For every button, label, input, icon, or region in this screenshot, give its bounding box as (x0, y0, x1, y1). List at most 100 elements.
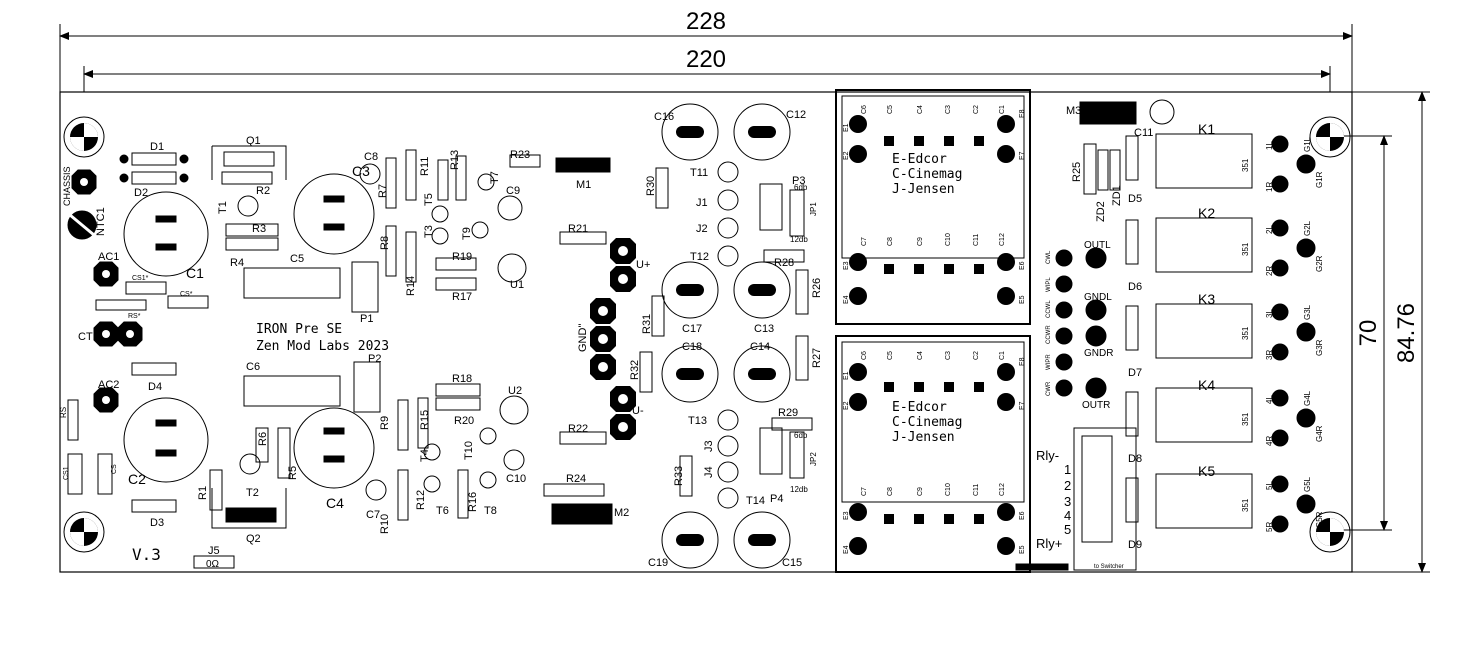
svg-text:R28: R28 (774, 257, 794, 269)
relay-3-label: 3 (1064, 494, 1071, 509)
svg-text:E5: E5 (1019, 295, 1026, 304)
board-outline (59, 91, 1353, 573)
svg-text:R14: R14 (405, 276, 417, 296)
svg-text:E2: E2 (843, 401, 850, 410)
svg-text:5R: 5R (1265, 522, 1274, 532)
svg-text:D6: D6 (1128, 281, 1142, 293)
svg-text:E1: E1 (843, 123, 850, 132)
right-section-labels: M3 C11 R25 ZD2 ZD1 D5 K1 D6 K2 D7 K3 D8 … (1066, 105, 1215, 551)
svg-text:E2: E2 (843, 151, 850, 160)
svg-text:C5: C5 (887, 105, 894, 114)
svg-text:J1: J1 (696, 197, 708, 209)
svg-text:C3: C3 (945, 105, 952, 114)
dim-inner-height: 70 (1355, 320, 1382, 347)
svg-text:E7: E7 (1019, 401, 1026, 410)
svg-text:C10: C10 (506, 473, 526, 485)
middle-section-labels: C16 C12 T11 J1 J2 T12 P3 R30 R21 R28 C17… (566, 109, 823, 569)
jp1-name-label: JP1 (809, 202, 818, 216)
svg-text:C3: C3 (352, 163, 370, 179)
board-subtitle: Zen Mod Labs 2023 (256, 339, 389, 354)
svg-text:D4: D4 (148, 381, 162, 393)
svg-text:C4: C4 (917, 351, 924, 360)
relay-minus-label: Rly- (1036, 448, 1059, 463)
svg-text:G1L: G1L (1303, 136, 1312, 152)
svg-text:R30: R30 (645, 176, 657, 196)
svg-text:C8: C8 (887, 237, 894, 246)
svg-text:G4L: G4L (1303, 390, 1312, 406)
svg-text:Q1: Q1 (246, 135, 261, 147)
svg-text:R20: R20 (454, 415, 474, 427)
legend-jensen: J-Jensen (892, 182, 955, 197)
pad-label-cwl: CWL (1046, 250, 1052, 264)
legend-jensen-2: J-Jensen (892, 430, 955, 445)
svg-text:T8: T8 (484, 505, 497, 517)
power-pads (590, 238, 636, 440)
svg-text:351: 351 (1241, 326, 1250, 340)
svg-text:K2: K2 (1198, 205, 1215, 221)
svg-text:G5R: G5R (1315, 511, 1324, 528)
svg-text:3R: 3R (1265, 350, 1274, 360)
jumper-label: J5 (208, 545, 220, 557)
board-version: V.3 (132, 545, 161, 564)
svg-text:J2: J2 (696, 223, 708, 235)
svg-text:T12: T12 (690, 251, 709, 263)
legend-edcor-2: E-Edcor (892, 400, 947, 415)
svg-text:P4: P4 (770, 493, 783, 505)
svg-text:T4: T4 (419, 449, 431, 462)
svg-text:C2: C2 (128, 471, 146, 487)
svg-text:C6: C6 (861, 105, 868, 114)
svg-text:C5: C5 (887, 351, 894, 360)
svg-text:E8: E8 (1019, 357, 1026, 366)
transformer-bottom-legend: E-Edcor C-Cinemag J-Jensen (892, 400, 962, 445)
output-pad-labels: OUTL GNDL GNDR OUTR (1082, 240, 1113, 411)
svg-text:T11: T11 (690, 167, 708, 179)
relay-4-label: 4 (1064, 508, 1071, 523)
svg-text:D9: D9 (1128, 539, 1142, 551)
svg-text:M3: M3 (1066, 105, 1081, 117)
svg-text:C8: C8 (364, 151, 378, 163)
svg-text:R25: R25 (1071, 162, 1083, 182)
svg-text:D2: D2 (134, 187, 148, 199)
right-section (1015, 99, 1316, 571)
svg-text:C6: C6 (246, 361, 260, 373)
svg-text:M1: M1 (576, 179, 591, 191)
svg-text:E6: E6 (1019, 511, 1026, 520)
svg-text:U2: U2 (508, 385, 522, 397)
svg-text:P2: P2 (368, 353, 381, 365)
svg-text:R24: R24 (566, 473, 586, 485)
svg-text:C1: C1 (186, 265, 204, 281)
svg-text:C4: C4 (917, 105, 924, 114)
pad-label-ccwr: CCWR (1046, 325, 1052, 344)
svg-text:E5: E5 (1019, 545, 1026, 554)
svg-text:D1: D1 (150, 141, 164, 153)
svg-text:2L: 2L (1265, 225, 1274, 234)
svg-text:R2: R2 (256, 185, 270, 197)
svg-text:C17: C17 (682, 323, 702, 335)
svg-text:R32: R32 (629, 360, 641, 380)
svg-text:R3: R3 (252, 223, 266, 235)
svg-text:C11: C11 (973, 234, 980, 246)
svg-text:C14: C14 (750, 341, 770, 353)
pad-label-wipr: WIPR (1046, 354, 1052, 370)
svg-text:C11: C11 (1134, 127, 1153, 139)
svg-text:C10: C10 (945, 483, 952, 496)
svg-text:R17: R17 (452, 291, 472, 303)
svg-text:E6: E6 (1019, 261, 1026, 270)
jp2-bottom-label: 12db (790, 485, 808, 494)
pad-label-gnd: GND'' (577, 323, 589, 352)
svg-text:T10: T10 (463, 441, 475, 460)
svg-text:G3R: G3R (1315, 339, 1324, 356)
svg-text:351: 351 (1241, 242, 1250, 256)
legend-cinemag-2: C-Cinemag (892, 415, 962, 430)
svg-text:R11: R11 (419, 157, 431, 176)
svg-text:C1: C1 (999, 105, 1006, 114)
pad-label-ccwl: CCWL (1046, 300, 1052, 318)
svg-text:C11: C11 (973, 484, 980, 496)
jumper-value: 0Ω (206, 559, 220, 570)
dim-overall-width: 228 (686, 8, 726, 35)
relay-output-labels: 1L 1R G1L G1R 351 2L 2R G2L G2R 351 3L 3… (1241, 136, 1324, 532)
jp1-bottom-label: 12db (790, 235, 808, 244)
jp1-top-label: 6db (794, 183, 808, 192)
svg-text:C7: C7 (861, 487, 868, 496)
svg-text:R15: R15 (419, 410, 431, 430)
